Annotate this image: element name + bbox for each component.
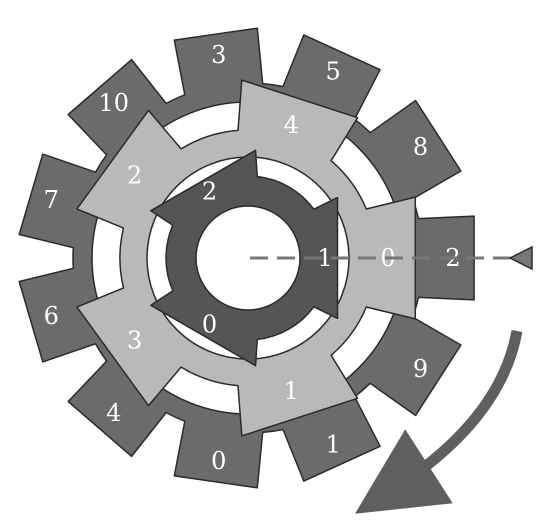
middle-gear-label: 1 bbox=[284, 377, 299, 405]
outer-gear-label: 7 bbox=[44, 186, 59, 214]
inner-gear-labels: 1 2 0 bbox=[202, 177, 333, 338]
outer-gear-label: 6 bbox=[44, 302, 59, 330]
curved-arrow-icon bbox=[354, 330, 523, 514]
outer-gear-label: 9 bbox=[413, 355, 428, 383]
inner-gear-body bbox=[150, 149, 339, 367]
inner-gear-label: 2 bbox=[202, 177, 217, 205]
inner-gear: 1 2 0 bbox=[150, 149, 339, 367]
triangle-pointer-icon bbox=[508, 245, 533, 271]
middle-gear-label: 4 bbox=[284, 111, 299, 139]
outer-gear-label: 10 bbox=[99, 89, 130, 117]
middle-gear-body bbox=[76, 79, 417, 437]
outer-gear-label: 4 bbox=[106, 399, 121, 427]
inner-gear-label: 0 bbox=[202, 311, 217, 339]
inner-gear-label: 1 bbox=[317, 244, 332, 272]
outer-gear-label: 1 bbox=[326, 431, 341, 459]
middle-gear: 0 4 2 3 1 bbox=[76, 79, 417, 437]
outer-gear-label: 3 bbox=[211, 41, 226, 69]
outer-gear-label: 0 bbox=[211, 447, 226, 475]
middle-gear-label: 2 bbox=[127, 162, 142, 190]
outer-gear-label: 8 bbox=[413, 133, 428, 161]
outer-gear-label: 5 bbox=[326, 58, 341, 86]
middle-gear-label: 3 bbox=[127, 326, 142, 354]
